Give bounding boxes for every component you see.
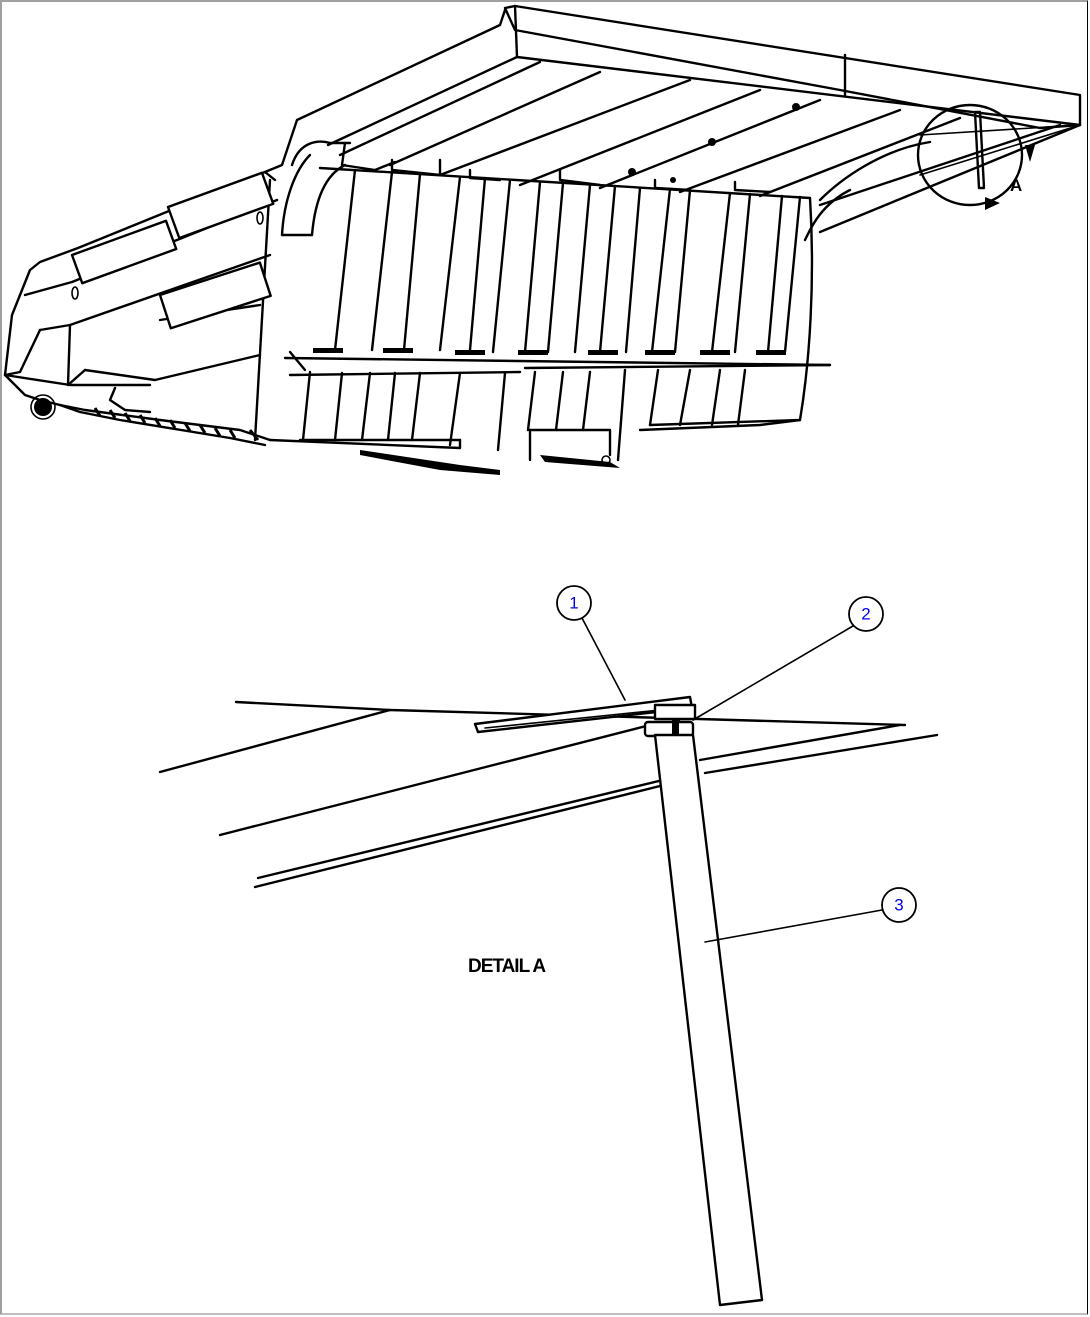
view-letter-a: A bbox=[1010, 176, 1022, 195]
dump-body-overview bbox=[3, 4, 1082, 475]
body-prop-rod bbox=[653, 733, 764, 1307]
detail-a-view: 1 2 3 DETAIL A bbox=[158, 585, 939, 1307]
svg-text:3: 3 bbox=[894, 896, 903, 915]
callout-1: 1 bbox=[556, 585, 592, 621]
callout-3: 3 bbox=[881, 887, 917, 923]
svg-text:1: 1 bbox=[569, 594, 578, 613]
detail-a-label: DETAIL A bbox=[468, 956, 546, 977]
callout-2: 2 bbox=[848, 596, 884, 632]
detail-a-marker: A bbox=[916, 103, 1081, 210]
rod-pin bbox=[643, 718, 695, 738]
rod-bracket bbox=[473, 695, 697, 734]
svg-text:2: 2 bbox=[861, 605, 870, 624]
